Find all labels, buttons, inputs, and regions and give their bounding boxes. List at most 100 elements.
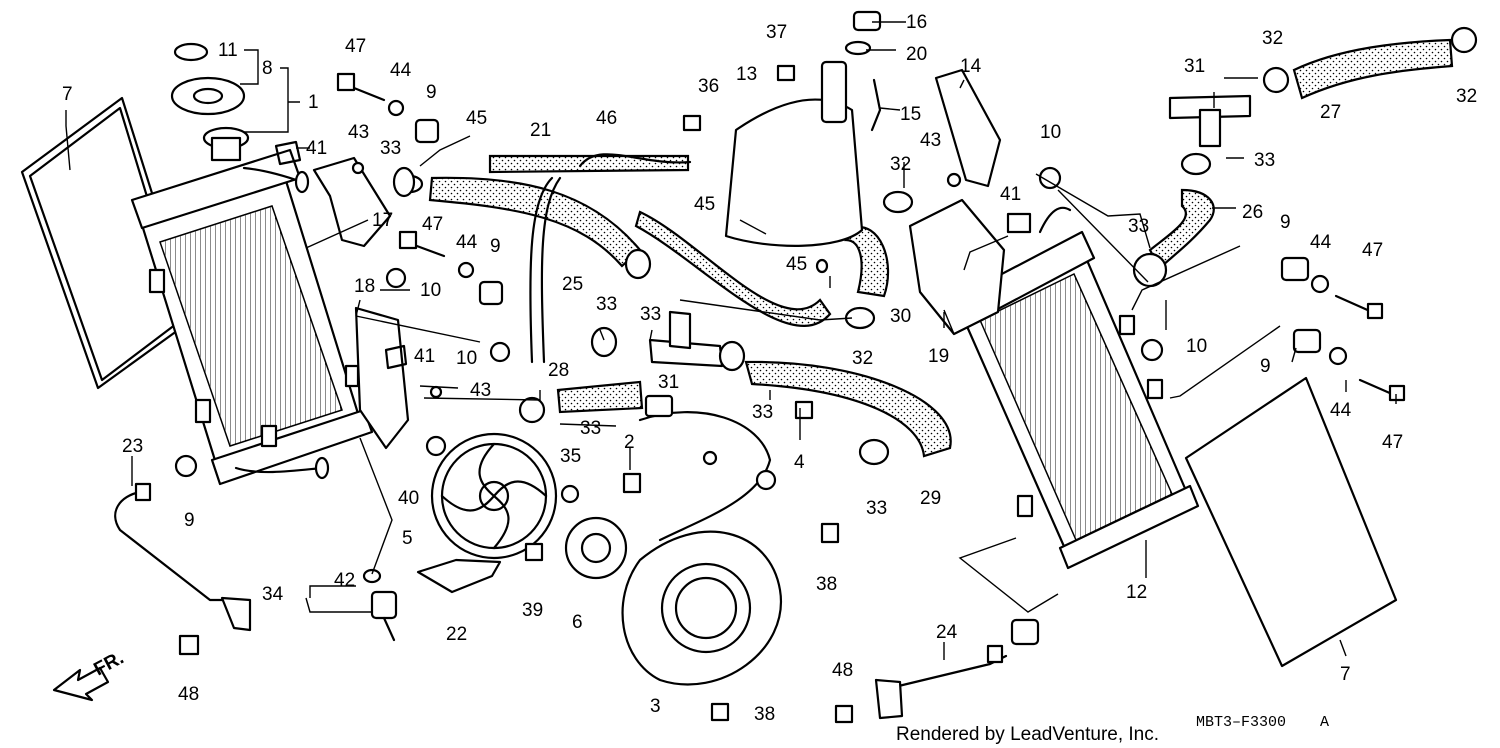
callout-16: 16	[906, 12, 927, 33]
callout-46: 46	[596, 108, 617, 129]
callout-1: 1	[308, 92, 319, 113]
callout-44-mid: 44	[456, 232, 478, 253]
callout-35: 35	[560, 446, 581, 467]
right-radiator-grille	[1184, 376, 1398, 668]
callout-44-right-a: 44	[1310, 232, 1332, 253]
callout-19: 19	[928, 346, 949, 367]
right-fasteners	[946, 166, 1406, 646]
callout-32-top: 32	[1262, 28, 1283, 49]
footer-credit: Rendered by LeadVenture, Inc.	[896, 724, 1159, 745]
callout-26: 26	[1242, 202, 1263, 223]
callout-32-mid: 32	[890, 154, 911, 175]
callout-2: 2	[624, 432, 635, 453]
callout-9-right-b: 9	[1260, 356, 1271, 377]
diagram-code: MBT3–F3300	[1196, 714, 1286, 731]
callout-10-d: 10	[1186, 336, 1207, 357]
front-direction-marker: FR.	[52, 648, 127, 702]
callout-41-right: 41	[1000, 184, 1021, 205]
callout-41-mid: 41	[414, 346, 435, 367]
callout-33-g: 33	[1128, 216, 1149, 237]
callout-44-right-b: 44	[1330, 400, 1352, 421]
diagram-suffix: A	[1320, 714, 1329, 731]
left-radiator	[130, 126, 374, 486]
callout-30: 30	[890, 306, 911, 327]
callout-33-h: 33	[1254, 150, 1275, 171]
callout-38-mid: 38	[816, 574, 837, 595]
right-brackets	[908, 68, 1006, 336]
callout-12: 12	[1126, 582, 1147, 603]
leader-lines	[65, 21, 1397, 660]
callout-10-a: 10	[420, 280, 441, 301]
callout-7-right: 7	[1340, 664, 1351, 685]
callout-4: 4	[794, 452, 805, 473]
callout-47-right-b: 47	[1382, 432, 1403, 453]
callout-18: 18	[354, 276, 375, 297]
front-arrow-icon	[52, 666, 110, 702]
callout-39: 39	[522, 600, 543, 621]
callout-32-low: 32	[852, 348, 873, 369]
callout-32-right: 32	[1456, 86, 1477, 107]
callout-44-top: 44	[390, 60, 412, 81]
callout-7-left: 7	[62, 84, 73, 105]
callout-47-right-a: 47	[1362, 240, 1383, 261]
callout-33-e: 33	[752, 402, 773, 423]
callout-10-c: 10	[1040, 122, 1061, 143]
callout-33-d: 33	[580, 418, 601, 439]
callout-14: 14	[960, 56, 982, 77]
callout-9-top: 9	[426, 82, 437, 103]
callout-33-c: 33	[640, 304, 661, 325]
callout-45-c: 45	[786, 254, 807, 275]
callout-41-top: 41	[306, 138, 327, 159]
right-stay-rod	[874, 644, 1008, 720]
callout-45-b: 45	[694, 194, 715, 215]
callout-33-b: 33	[596, 294, 617, 315]
callout-29: 29	[920, 488, 941, 509]
callout-31-right: 31	[1184, 56, 1205, 77]
left-stay-rod	[114, 482, 252, 632]
callout-9-mid: 9	[490, 236, 501, 257]
callout-23: 23	[122, 436, 143, 457]
callout-40: 40	[398, 488, 419, 509]
callout-31-mid: 31	[658, 372, 679, 393]
callout-42: 42	[334, 570, 355, 591]
callout-43-mid: 43	[470, 380, 491, 401]
callout-15: 15	[900, 104, 921, 125]
joint-pipes	[648, 94, 1252, 368]
left-brackets	[274, 140, 410, 450]
fan-assembly	[416, 394, 854, 724]
callout-17: 17	[372, 210, 393, 231]
callout-25: 25	[562, 274, 583, 295]
callout-36: 36	[698, 76, 719, 97]
callout-8: 8	[262, 58, 273, 79]
callout-numbers: 11 8 1 7 47 44 9 41 43 33 45 17 47 44 9 …	[62, 12, 1477, 725]
callout-37: 37	[766, 22, 787, 43]
radiator-cap	[170, 42, 246, 116]
callout-33-a: 33	[380, 138, 401, 159]
callout-9-left: 9	[184, 510, 195, 531]
callout-5: 5	[402, 528, 413, 549]
callout-43-right: 43	[920, 130, 941, 151]
callout-24: 24	[936, 622, 958, 643]
callout-38-bottom: 38	[754, 704, 775, 725]
center-hoses	[428, 38, 1454, 458]
callout-10-b: 10	[456, 348, 477, 369]
callout-47-top: 47	[345, 36, 366, 57]
hose-clamps	[392, 26, 1478, 466]
footer: Rendered by LeadVenture, Inc. MBT3–F3300…	[896, 714, 1329, 745]
callout-34: 34	[262, 584, 284, 605]
callout-48-right: 48	[832, 660, 853, 681]
callout-21: 21	[530, 120, 551, 141]
callout-20: 20	[906, 44, 927, 65]
callout-48-left: 48	[178, 684, 199, 705]
callout-47-mid: 47	[422, 214, 443, 235]
callout-6: 6	[572, 612, 583, 633]
callout-11: 11	[218, 40, 238, 61]
callout-27: 27	[1320, 102, 1341, 123]
callout-13: 13	[736, 64, 757, 85]
callout-33-f: 33	[866, 498, 887, 519]
callout-43-top: 43	[348, 122, 369, 143]
reserve-tank	[682, 10, 882, 274]
callout-45-a: 45	[466, 108, 487, 129]
callout-28: 28	[548, 360, 569, 381]
